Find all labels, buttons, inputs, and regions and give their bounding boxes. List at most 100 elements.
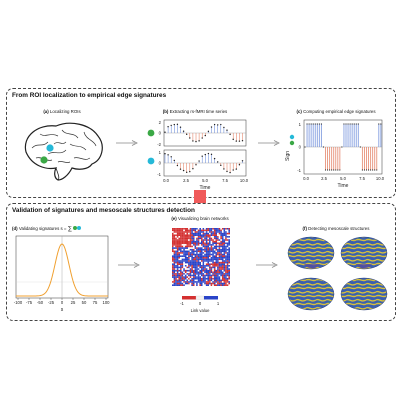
matrix-cell — [221, 236, 224, 238]
matrix-cell — [199, 250, 201, 253]
matrix-cell — [189, 258, 192, 261]
matrix-cell — [175, 281, 177, 283]
matrix-cell — [188, 228, 190, 230]
matrix-cell — [217, 284, 219, 286]
matrix-cell — [197, 269, 200, 272]
matrix-cell — [220, 250, 222, 253]
series-point — [189, 137, 191, 139]
panel-a-caption: (a) Localizing ROIs — [22, 109, 102, 114]
matrix-cell — [189, 247, 192, 249]
sign-point — [335, 169, 337, 171]
matrix-cell — [223, 281, 226, 283]
matrix-cell — [172, 269, 174, 272]
matrix-cell — [178, 274, 181, 277]
matrix-cell — [213, 271, 216, 274]
matrix-cell — [196, 263, 198, 266]
panel-f-label: Detecting mesoscale structures — [308, 226, 370, 231]
matrix-cell — [188, 244, 190, 246]
matrix-cell — [199, 282, 201, 285]
matrix-cell — [196, 273, 198, 275]
matrix-cell — [201, 265, 203, 267]
matrix-cell — [186, 266, 189, 269]
matrix-cell — [209, 269, 211, 272]
matrix-cell — [175, 247, 177, 249]
series-point — [217, 161, 219, 163]
matrix-cell — [205, 268, 208, 270]
matrix-cell — [194, 274, 197, 277]
matrix-cell — [217, 265, 219, 267]
matrix-cell — [205, 282, 208, 285]
matrix-cell — [201, 274, 203, 277]
matrix-cell — [196, 269, 198, 272]
matrix-cell — [172, 284, 174, 286]
matrix-cell — [176, 244, 179, 246]
matrix-cell — [212, 244, 214, 246]
matrix-cell — [220, 229, 222, 232]
matrix-cell — [188, 271, 190, 274]
matrix-cell — [226, 279, 229, 282]
matrix-cell — [201, 273, 203, 275]
matrix-cell — [199, 276, 201, 278]
matrix-cell — [226, 237, 229, 240]
matrix-cell — [197, 239, 200, 241]
matrix-cell — [218, 271, 221, 274]
matrix-cell — [204, 279, 206, 282]
matrix-cell — [199, 277, 201, 280]
matrix-cell — [228, 268, 230, 270]
matrix-cell — [189, 268, 192, 270]
matrix-cell — [189, 231, 192, 233]
matrix-cell — [183, 253, 185, 256]
matrix-cell — [197, 274, 200, 277]
matrix-cell — [181, 247, 184, 249]
matrix-cell — [225, 273, 227, 275]
matrix-cell — [184, 240, 187, 243]
matrix-cell — [197, 284, 200, 286]
matrix-cell — [176, 274, 179, 277]
matrix-cell — [217, 266, 219, 269]
matrix-cell — [196, 247, 198, 249]
matrix-cell — [207, 258, 210, 261]
matrix-cell — [228, 250, 230, 253]
matrix-cell — [226, 244, 229, 246]
matrix-cell — [217, 237, 219, 240]
matrix-cell — [213, 284, 216, 286]
matrix-cell — [226, 263, 229, 266]
matrix-cell — [202, 281, 205, 283]
matrix-cell — [181, 240, 184, 243]
matrix-cell — [225, 245, 227, 248]
matrix-cell — [197, 271, 200, 274]
matrix-cell — [176, 277, 179, 280]
matrix-cell — [210, 271, 213, 274]
matrix-cell — [184, 250, 187, 253]
matrix-cell — [209, 228, 211, 230]
d-xtick-label: 0 — [61, 300, 64, 305]
d-green-dot — [73, 226, 78, 230]
matrix-cell — [213, 255, 216, 257]
matrix-cell — [212, 279, 214, 282]
matrix-cell — [192, 282, 195, 285]
matrix-cell — [226, 250, 229, 253]
series-point — [195, 140, 197, 143]
matrix-cell — [180, 261, 182, 264]
matrix-cell — [173, 277, 176, 280]
matrix-cell — [173, 268, 176, 270]
matrix-cell — [204, 228, 206, 230]
matrix-cell — [223, 248, 226, 251]
matrix-cell — [196, 248, 198, 251]
matrix-cell — [194, 248, 197, 251]
matrix-cell — [221, 258, 224, 261]
matrix-cell — [207, 284, 210, 286]
matrix-cell — [191, 255, 193, 257]
matrix-cell — [205, 284, 208, 286]
matrix-cell — [226, 276, 229, 278]
matrix-cell — [201, 252, 203, 254]
matrix-cell — [213, 228, 216, 230]
matrix-cell — [225, 282, 227, 285]
matrix-cell — [202, 269, 205, 272]
matrix-cell — [220, 276, 222, 278]
matrix-cell — [180, 237, 182, 240]
arrow-d-to-e — [118, 262, 140, 268]
matrix-cell — [176, 231, 179, 233]
matrix-cell — [217, 228, 219, 230]
matrix-cell — [205, 257, 208, 259]
